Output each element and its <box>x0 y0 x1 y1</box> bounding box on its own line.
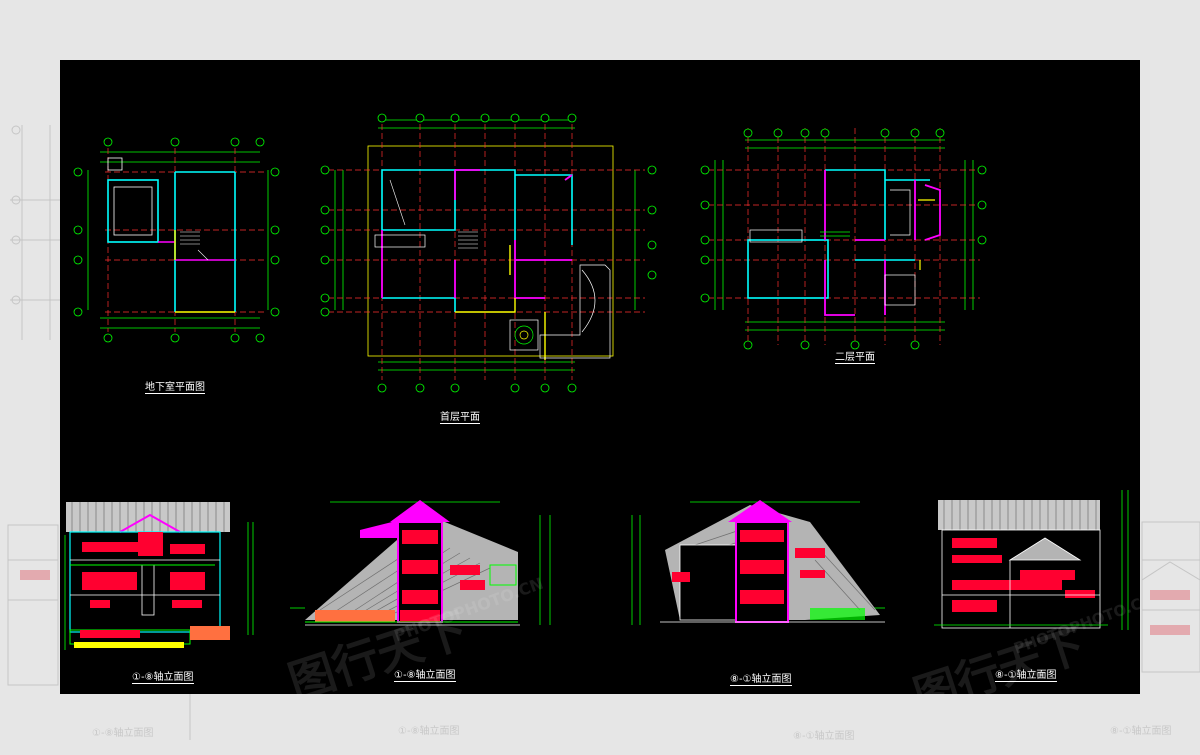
elevation-3-title: ⑧-①轴立面图 <box>730 670 792 686</box>
basement-plan <box>73 137 280 343</box>
cad-drawing-sheet[interactable]: 地下室平面图 首层平面 二层平面 ①-⑧轴立面图 ①-⑧轴立面图 ⑧-①轴立面图… <box>60 60 1140 694</box>
elevation-4-title: ⑧-①轴立面图 <box>995 666 1057 682</box>
ghost-caption-right: ⑧-①轴立面图 <box>793 731 855 742</box>
elevation-1 <box>64 502 254 650</box>
second-floor-plan-title: 二层平面 <box>835 348 875 364</box>
elevation-1-title: ①-⑧轴立面图 <box>132 668 194 684</box>
ghost-caption-left: ①-⑧轴立面图 <box>92 728 154 739</box>
elevation-3 <box>631 500 885 625</box>
cad-drawings <box>64 113 1129 650</box>
first-floor-plan-title: 首层平面 <box>440 408 480 424</box>
elevation-2-title: ①-⑧轴立面图 <box>394 666 456 682</box>
first-floor-plan <box>320 113 657 393</box>
elevation-2 <box>290 500 551 626</box>
ghost-caption-far-right: ⑧-①轴立面图 <box>1110 726 1172 737</box>
ghost-caption-mid: ①-⑧轴立面图 <box>398 726 460 737</box>
basement-plan-title: 地下室平面图 <box>145 378 205 394</box>
elevation-4 <box>934 490 1129 630</box>
second-floor-plan <box>700 128 987 350</box>
